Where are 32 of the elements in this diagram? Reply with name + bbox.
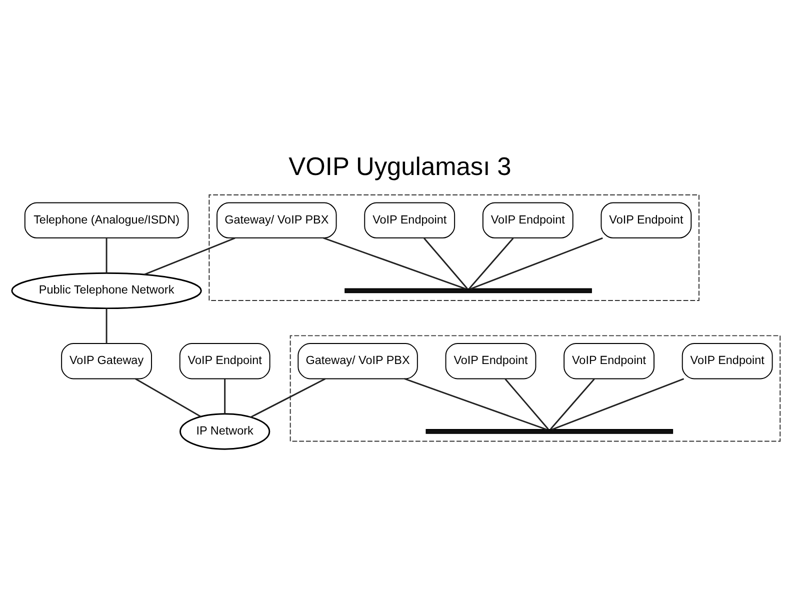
diagram-title: VOIP Uygulaması 3 xyxy=(288,153,512,182)
cluster xyxy=(290,335,781,442)
node-box: VoIP Endpoint xyxy=(482,202,574,238)
node-bar xyxy=(344,288,592,294)
node-box: VoIP Endpoint xyxy=(364,202,456,238)
node-box: VoIP Endpoint xyxy=(445,343,536,380)
cluster xyxy=(208,194,700,301)
connector xyxy=(424,238,468,289)
node-ellipse: IP Network xyxy=(180,413,270,450)
node-box: VoIP Endpoint xyxy=(179,343,270,380)
connector xyxy=(468,238,514,289)
node-ellipse: Public Telephone Network xyxy=(11,272,202,310)
node-bar xyxy=(426,429,674,434)
node-box: VoIP Endpoint xyxy=(600,202,692,238)
connector xyxy=(135,378,201,418)
connector xyxy=(550,378,595,430)
connector xyxy=(106,238,108,274)
node-box: VoIP Endpoint xyxy=(682,343,773,380)
node-box: VoIP Endpoint xyxy=(564,343,654,380)
node-box: Gateway/ VoIP PBX xyxy=(298,343,418,380)
node-box: Gateway/ VoIP PBX xyxy=(216,202,337,238)
connector xyxy=(470,237,603,290)
connector xyxy=(144,237,236,276)
connector xyxy=(552,378,684,430)
connector xyxy=(224,379,226,414)
node-box: Telephone (Analogue/ISDN) xyxy=(24,202,189,238)
connector xyxy=(404,378,547,430)
node-box: VoIP Gateway xyxy=(61,343,152,380)
connector xyxy=(323,237,466,290)
connector xyxy=(504,378,549,430)
connector xyxy=(106,308,108,344)
connector xyxy=(250,378,326,418)
